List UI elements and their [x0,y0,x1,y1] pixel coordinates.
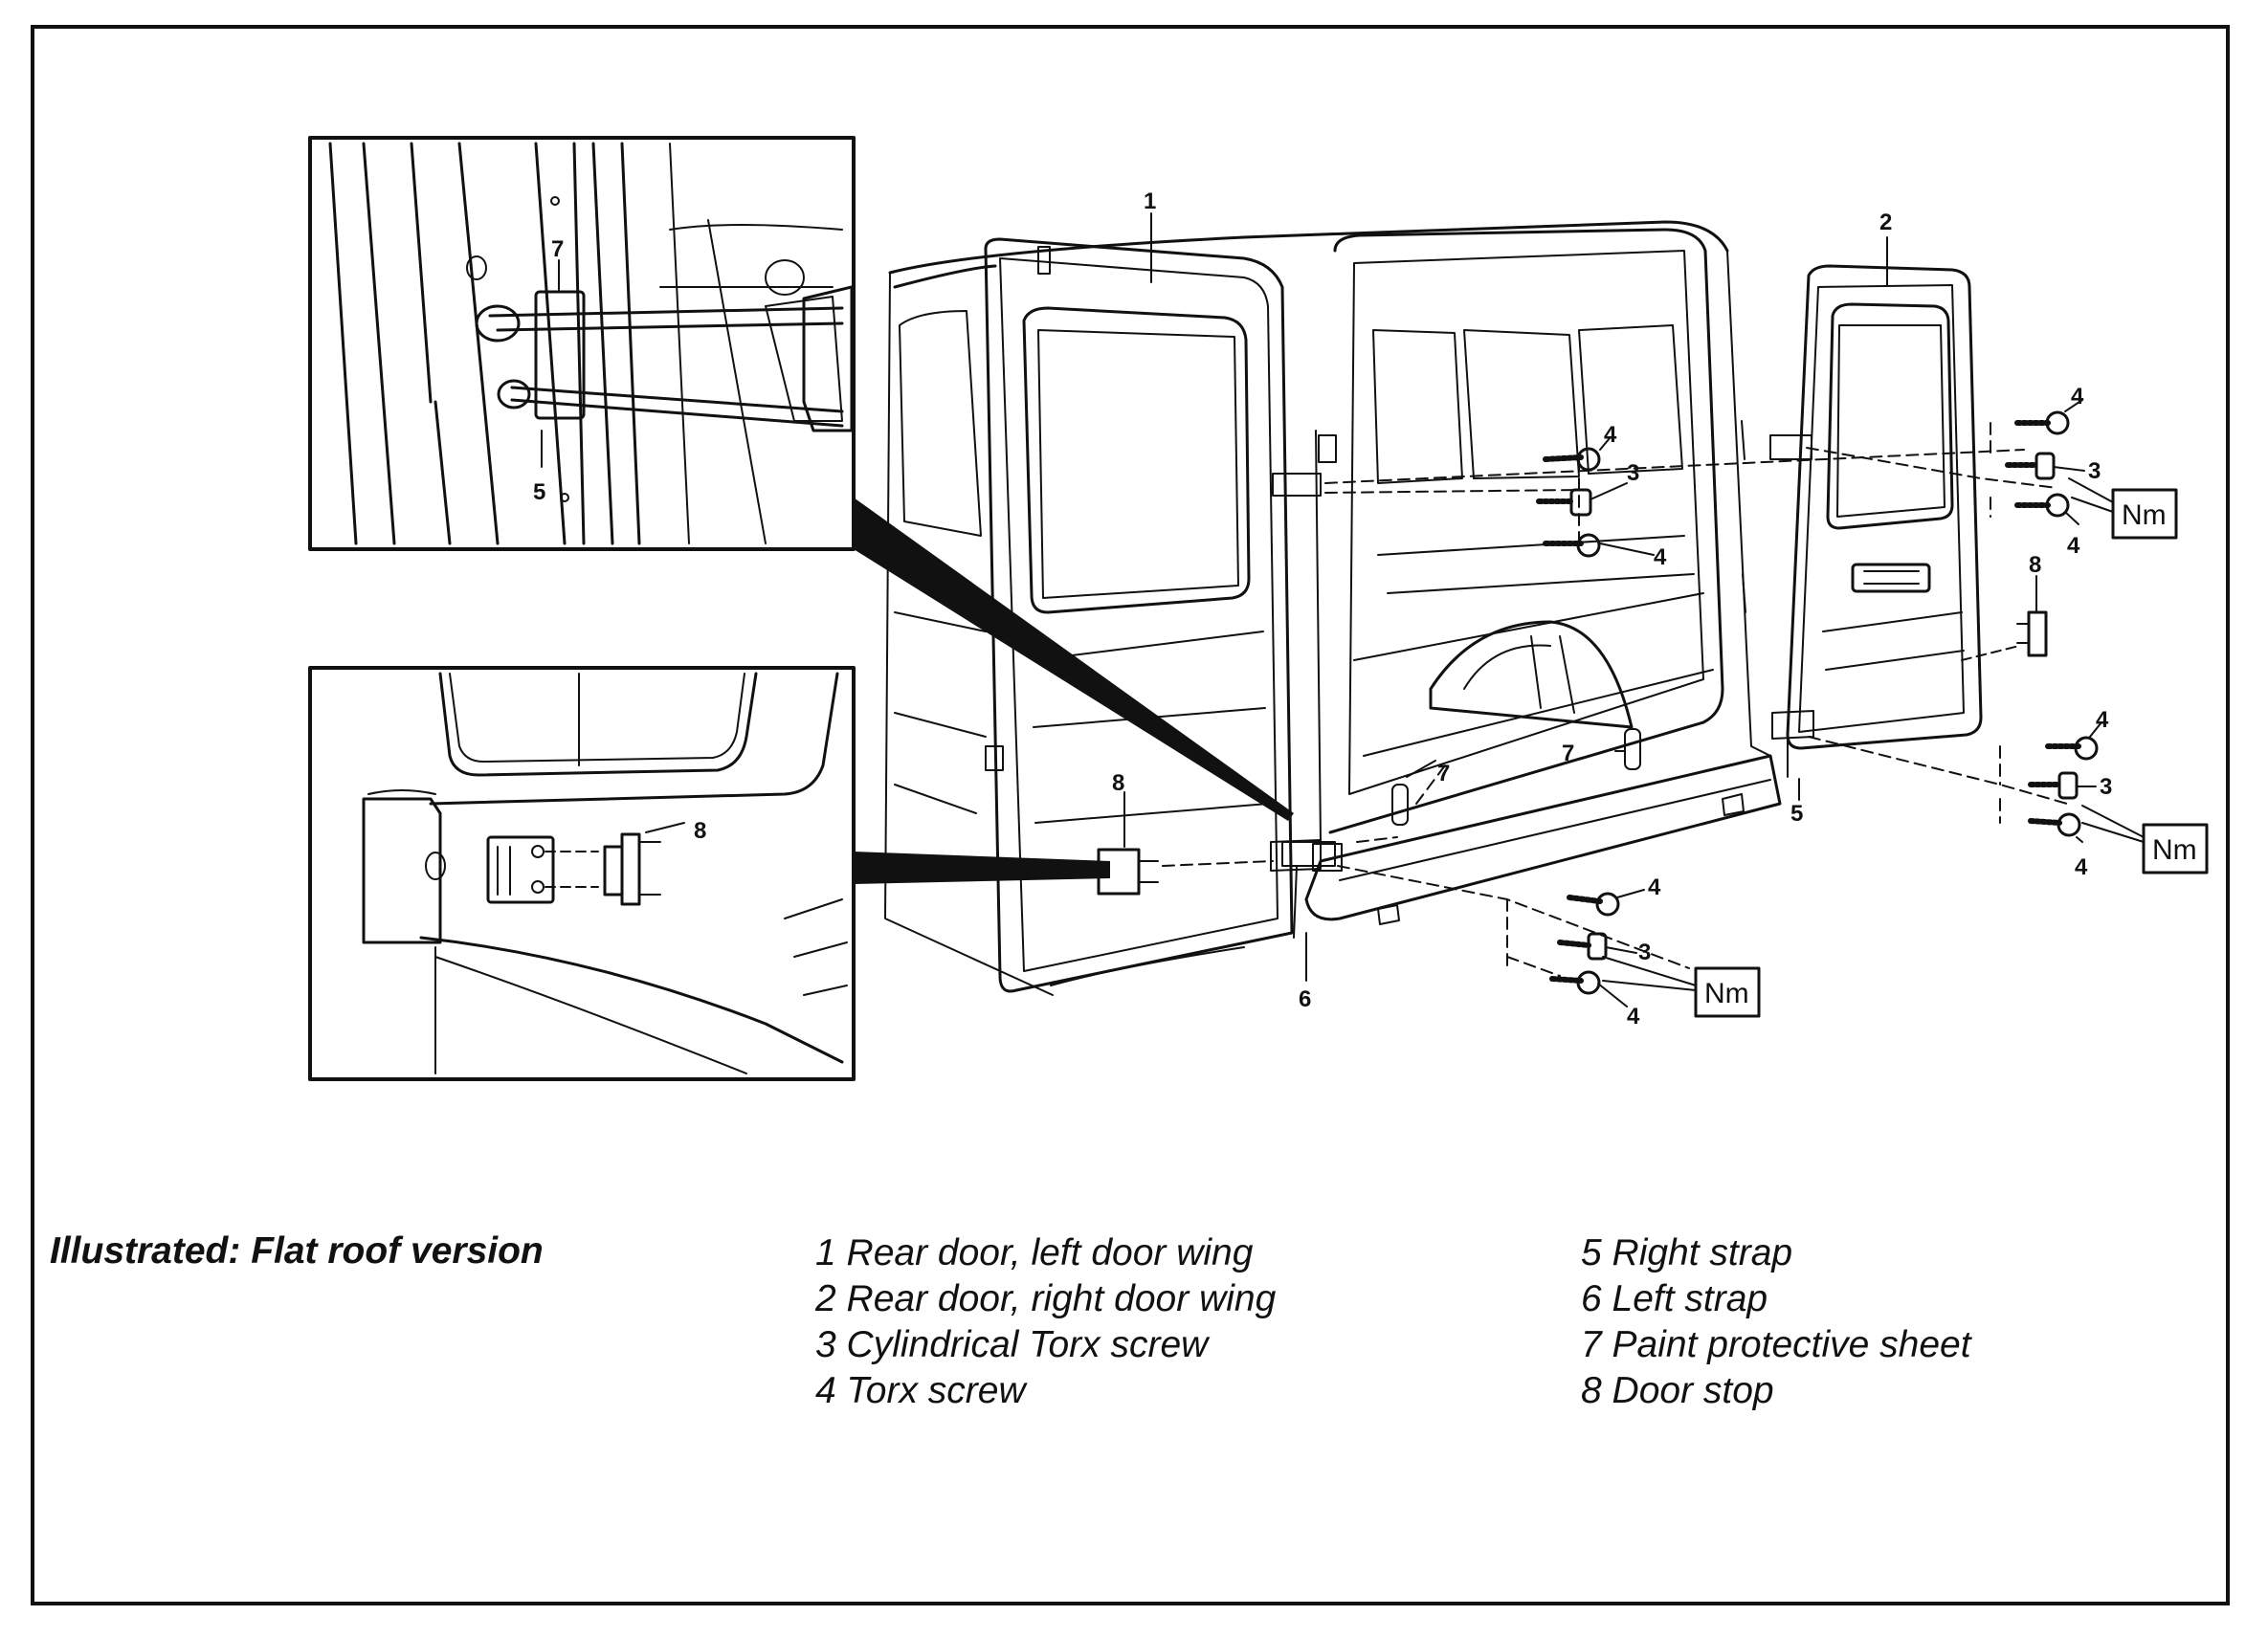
legend-item-3: 3 Cylindrical Torx screw [815,1324,1209,1365]
callout-3-tc: 3 [1627,460,1639,486]
screws-top-center [1536,447,1601,558]
legend-item-1: 1 Rear door, left door wing [815,1232,1254,1273]
torque-box-bottom-center [1694,966,1761,1018]
legend-column-1: 1 Rear door, left door wing 2 Rear door,… [815,1230,1276,1414]
callout-3-rb: 3 [2100,774,2112,800]
callout-4-tr-b: 4 [2067,533,2080,559]
torque-label-bottom-center: Nm [1704,978,1749,1009]
legend-item-7: 7 Paint protective sheet [1581,1324,1971,1365]
door-stop-right [1961,610,2048,661]
callout-5-inset: 5 [533,479,545,505]
callout-8: 8 [1112,770,1124,796]
callout-4-bc-b: 4 [1627,1004,1640,1029]
callout-7-inset: 7 [551,236,564,262]
legend-column-2: 5 Right strap 6 Left strap 7 Paint prote… [1581,1230,1971,1414]
callout-labels: 1 2 7 5 8 8 7 7 6 5 8 4 3 4 4 3 4 4 3 4 … [533,188,2197,1029]
right-door-wing [1769,264,1983,778]
callout-5: 5 [1790,801,1803,827]
left-door-wing [984,237,1336,993]
assembly-lines [1162,422,2068,977]
callout-7-arch: 7 [1562,741,1574,766]
callout-4-rb-b: 4 [2075,854,2088,880]
callout-4-tc-a: 4 [1604,422,1617,448]
torque-label-top-right: Nm [2122,499,2167,531]
screws-top-right [2005,410,2114,518]
callout-1: 1 [1144,188,1156,214]
callout-6: 6 [1299,986,1311,1012]
screws-right-bottom [2028,736,2145,843]
legend-item-2: 2 Rear door, right door wing [815,1278,1277,1319]
callout-3-bc: 3 [1638,940,1651,965]
torque-box-right-bottom [2142,823,2209,874]
screws-bottom-center [1549,892,1697,995]
torque-label-right-bottom: Nm [2152,834,2197,866]
diagram-frame [31,25,2230,1605]
legend-item-4: 4 Torx screw [815,1370,1026,1411]
callout-2: 2 [1879,210,1892,235]
van-body [884,220,1782,996]
callout-4-tc-b: 4 [1654,544,1667,570]
callout-4-tr-a: 4 [2071,384,2084,410]
callout-7-floor: 7 [1437,761,1450,786]
callout-3-tr: 3 [2088,458,2101,484]
callout-4-rb-a: 4 [2096,707,2109,733]
detail-inset-strap [308,136,856,551]
legend-item-6: 6 Left strap [1581,1278,1768,1319]
figure-caption: Illustrated: Flat roof version [50,1230,544,1272]
legend-item-5: 5 Right strap [1581,1232,1793,1273]
torque-box-top-right [2111,488,2178,540]
paint-protective-sheets [1391,728,1641,826]
callout-8-inset: 8 [694,818,706,844]
detail-inset-door-stop [308,666,856,1081]
legend-item-8: 8 Door stop [1581,1370,1774,1411]
callout-leaders [1123,212,2102,1007]
callout-8-right: 8 [2029,552,2041,578]
callout-4-bc-a: 4 [1648,874,1661,900]
